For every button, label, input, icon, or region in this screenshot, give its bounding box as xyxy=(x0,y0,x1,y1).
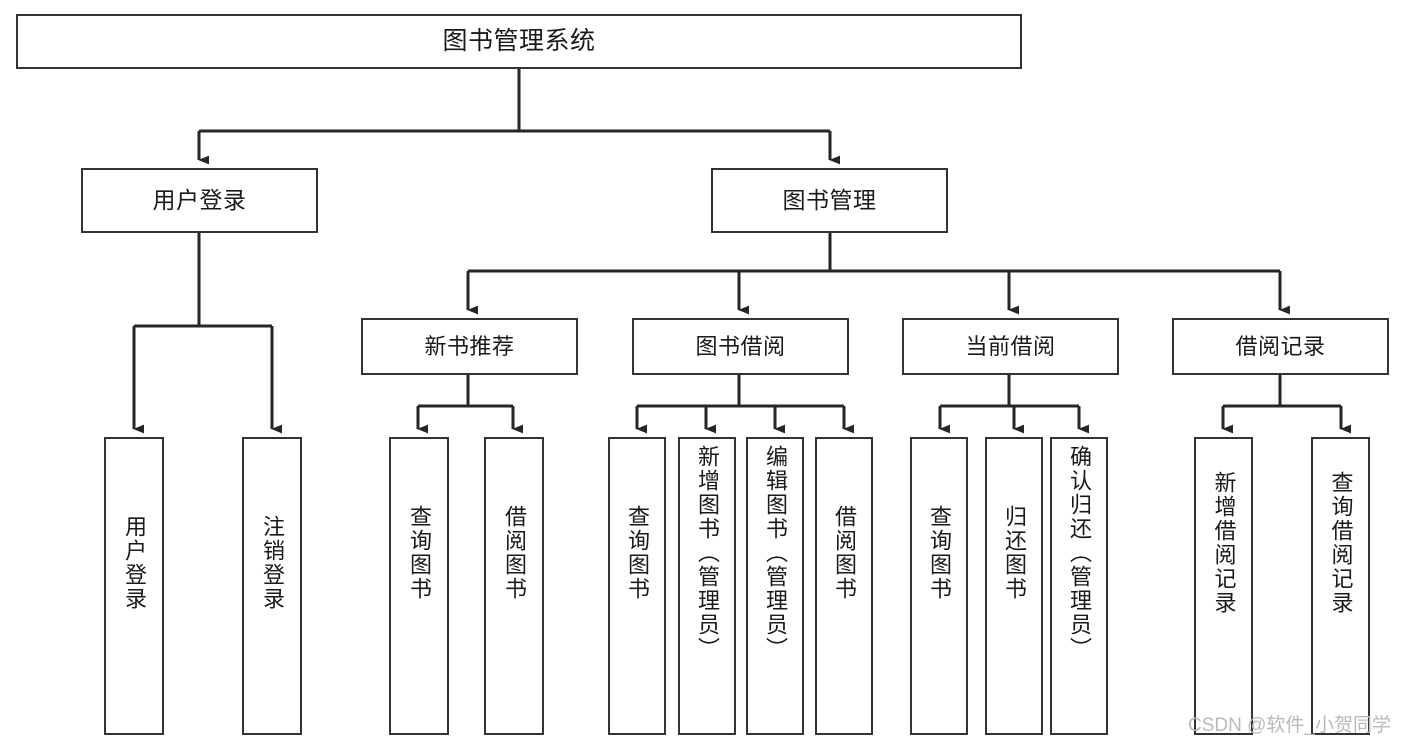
node-leaf-borrow-book-2[interactable]: 借阅图书 xyxy=(815,437,873,735)
node-leaf-borrow-book-1[interactable]: 借阅图书 xyxy=(484,437,544,735)
node-book-management[interactable]: 图书管理 xyxy=(711,168,948,233)
node-label: 查询图书 xyxy=(927,505,952,601)
node-label: 查询图书 xyxy=(407,505,432,601)
node-leaf-query-book-2[interactable]: 查询图书 xyxy=(608,437,666,735)
node-label: 编辑图书（管理员） xyxy=(763,445,788,661)
node-leaf-edit-book[interactable]: 编辑图书（管理员） xyxy=(746,437,804,735)
node-borrow-record[interactable]: 借阅记录 xyxy=(1172,318,1389,375)
node-leaf-query-book-3[interactable]: 查询图书 xyxy=(910,437,968,735)
node-label: 借阅图书 xyxy=(502,505,527,601)
node-leaf-add-book[interactable]: 新增图书（管理员） xyxy=(678,437,736,735)
node-label: 用户登录 xyxy=(122,515,147,611)
node-book-borrow[interactable]: 图书借阅 xyxy=(632,318,849,375)
node-leaf-add-borrow-record[interactable]: 新增借阅记录 xyxy=(1194,437,1253,735)
node-label: 查询借阅记录 xyxy=(1328,471,1354,615)
node-label: 图书管理系统 xyxy=(442,27,596,55)
node-leaf-return-book[interactable]: 归还图书 xyxy=(985,437,1043,735)
node-root-book-management-system[interactable]: 图书管理系统 xyxy=(16,14,1022,69)
node-label: 归还图书 xyxy=(1002,505,1027,601)
node-user-login[interactable]: 用户登录 xyxy=(81,168,318,233)
node-label: 用户登录 xyxy=(152,187,247,214)
node-label: 查询图书 xyxy=(625,505,650,601)
node-label: 借阅记录 xyxy=(1235,333,1326,359)
node-label: 新书推荐 xyxy=(424,333,515,359)
node-leaf-logout-login[interactable]: 注销登录 xyxy=(242,437,302,735)
node-label: 图书管理 xyxy=(782,187,877,214)
node-label: 确认归还（管理员） xyxy=(1067,445,1092,661)
node-label: 注销登录 xyxy=(260,515,285,611)
node-leaf-query-book-1[interactable]: 查询图书 xyxy=(389,437,449,735)
node-label: 新增图书（管理员） xyxy=(695,445,720,661)
node-leaf-query-borrow-record[interactable]: 查询借阅记录 xyxy=(1311,437,1370,735)
node-current-borrow[interactable]: 当前借阅 xyxy=(902,318,1119,375)
node-label: 新增借阅记录 xyxy=(1211,471,1237,615)
node-leaf-confirm-return[interactable]: 确认归还（管理员） xyxy=(1050,437,1108,735)
node-label: 借阅图书 xyxy=(832,505,857,601)
node-label: 当前借阅 xyxy=(965,333,1056,359)
node-label: 图书借阅 xyxy=(695,333,786,359)
node-new-book-recommend[interactable]: 新书推荐 xyxy=(361,318,578,375)
node-leaf-user-login[interactable]: 用户登录 xyxy=(104,437,164,735)
